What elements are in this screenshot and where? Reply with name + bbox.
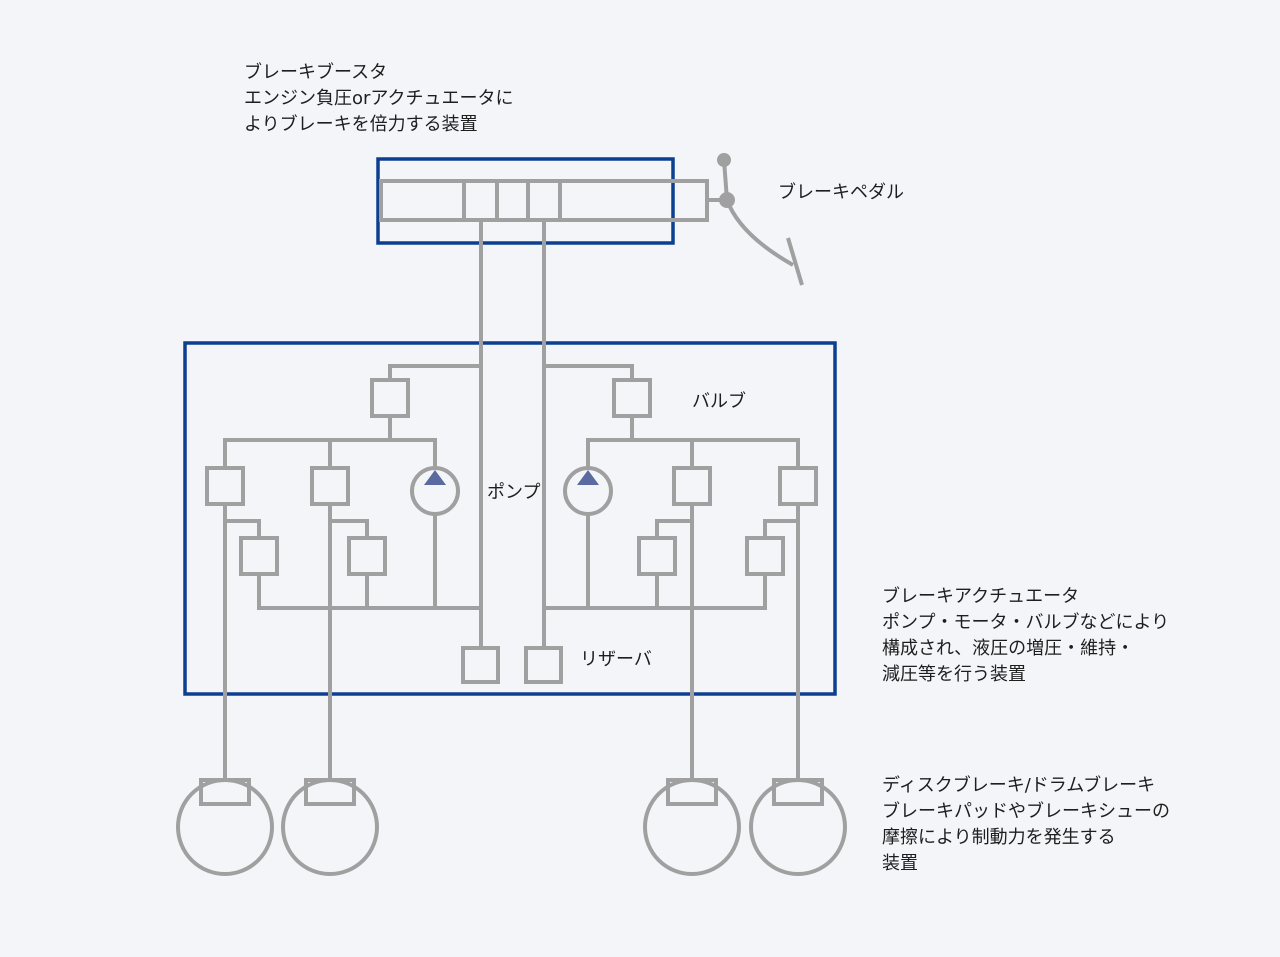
pump-label: ポンプ <box>487 482 541 503</box>
wheel-brake-desc-2: 摩擦により制動力を発生する <box>882 827 1116 848</box>
brake-booster-frame <box>376 157 675 245</box>
pump-arrow-icon <box>424 470 446 485</box>
valve-box <box>778 466 818 506</box>
wheel-brake-desc-1: ブレーキパッドやブレーキシューの <box>882 801 1170 822</box>
brake-booster-label: ブレーキブースタ エンジン負圧orアクチュエータに よりブレーキを倍力する装置 <box>244 60 514 138</box>
brake-actuator-label: ブレーキアクチュエータ ポンプ・モータ・バルブなどにより 構成され、液圧の増圧・… <box>882 584 1169 688</box>
valve-box <box>347 536 387 576</box>
wheel-brake-desc-3: 装置 <box>882 853 918 874</box>
reservoir-label: リザーバ <box>580 649 652 670</box>
left-circuit <box>205 364 500 780</box>
brake-actuator-desc-2: 構成され、液圧の増圧・維持・ <box>882 638 1135 659</box>
wheel-brake-title: ディスクブレーキ/ドラムブレーキ <box>882 775 1156 796</box>
pump-arrow-icon <box>577 470 599 485</box>
wheel-brake-2 <box>281 778 379 876</box>
brake-booster-desc-1: エンジン負圧orアクチュエータに <box>244 88 514 109</box>
brake-actuator-title: ブレーキアクチュエータ <box>882 586 1080 607</box>
valve-box <box>745 536 785 576</box>
valve-box <box>310 466 350 506</box>
brake-booster-desc-2: よりブレーキを倍力する装置 <box>244 114 478 135</box>
brake-booster-title: ブレーキブースタ <box>244 62 388 83</box>
valve-box <box>205 466 245 506</box>
valve-box <box>239 536 279 576</box>
wheel-brake-label: ディスクブレーキ/ドラムブレーキ ブレーキパッドやブレーキシューの 摩擦により制… <box>882 773 1170 877</box>
valve-box <box>612 378 652 418</box>
reservoir-box <box>461 646 500 684</box>
reservoir-box <box>524 646 563 684</box>
valve-box <box>637 536 677 576</box>
brake-actuator-frame <box>183 341 837 696</box>
master-cylinder <box>379 179 709 222</box>
wheel-brake-1 <box>176 778 274 876</box>
brake-actuator-desc-1: ポンプ・モータ・バルブなどにより <box>882 612 1170 633</box>
right-circuit <box>524 364 818 780</box>
valve-box <box>672 466 712 506</box>
valve-label: バルブ <box>692 391 746 412</box>
brake-actuator-desc-3: 減圧等を行う装置 <box>882 664 1026 685</box>
wheel-brake-3 <box>643 778 741 876</box>
valve-box <box>370 378 410 418</box>
brake-pedal-label: ブレーキペダル <box>778 182 904 203</box>
brake-pedal <box>707 153 804 286</box>
wheel-brake-4 <box>749 778 847 876</box>
